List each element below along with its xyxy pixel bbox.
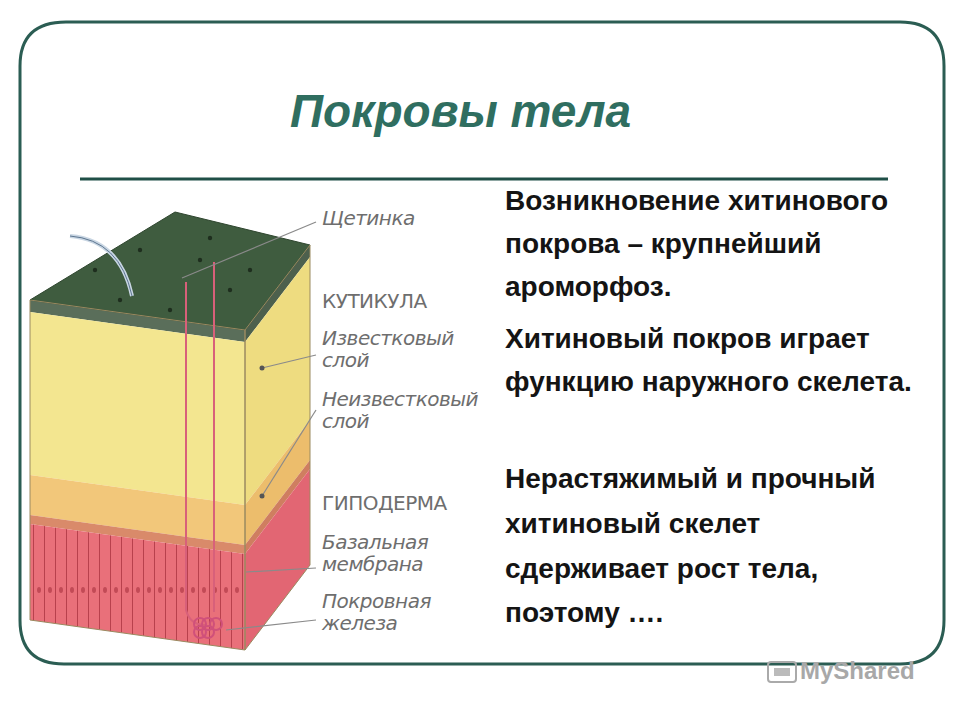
gland-duct <box>213 262 215 612</box>
watermark: MyShared <box>800 657 950 685</box>
leader-dots <box>260 366 265 499</box>
leader-lines <box>182 222 316 630</box>
layer-label: Неизвестковый слой <box>322 388 487 433</box>
pore <box>138 248 142 252</box>
hypodermis-label: ГИПОДЕРМА <box>322 492 472 515</box>
bristle-label: Щетинка <box>322 207 462 230</box>
pore <box>93 268 97 272</box>
calcified-layer <box>30 312 245 505</box>
watermark-icon <box>768 662 796 682</box>
membrane-label: Базальная мембрана <box>322 531 472 576</box>
hypodermis <box>245 469 310 650</box>
gland-coil <box>202 626 214 638</box>
gland-duct <box>186 282 205 625</box>
layer-label: Известковый слой <box>322 327 472 372</box>
pore <box>168 308 172 312</box>
cuticle-top <box>30 212 310 330</box>
gland-label: Покровная железа <box>322 590 472 635</box>
bristle <box>70 236 132 296</box>
block-outline <box>30 300 245 650</box>
pore <box>248 268 252 272</box>
cuticle-block <box>30 212 310 650</box>
block-outline <box>245 245 310 650</box>
pore <box>198 258 202 262</box>
body-text: Возникновение хитинового покрова – крупн… <box>505 180 957 308</box>
pore <box>208 236 212 240</box>
pore <box>118 298 122 302</box>
pore <box>228 288 232 292</box>
hypodermis <box>30 524 245 650</box>
body-text: Хитиновый покров играет функцию наружног… <box>505 318 957 404</box>
body-text: Нерастяжимый и прочный хитиновый скелет … <box>505 457 915 636</box>
cuticle-label: КУТИКУЛА <box>322 290 472 313</box>
bristle <box>70 236 132 296</box>
slide-title: Покровы тела <box>290 86 631 137</box>
title-rule <box>80 178 888 181</box>
